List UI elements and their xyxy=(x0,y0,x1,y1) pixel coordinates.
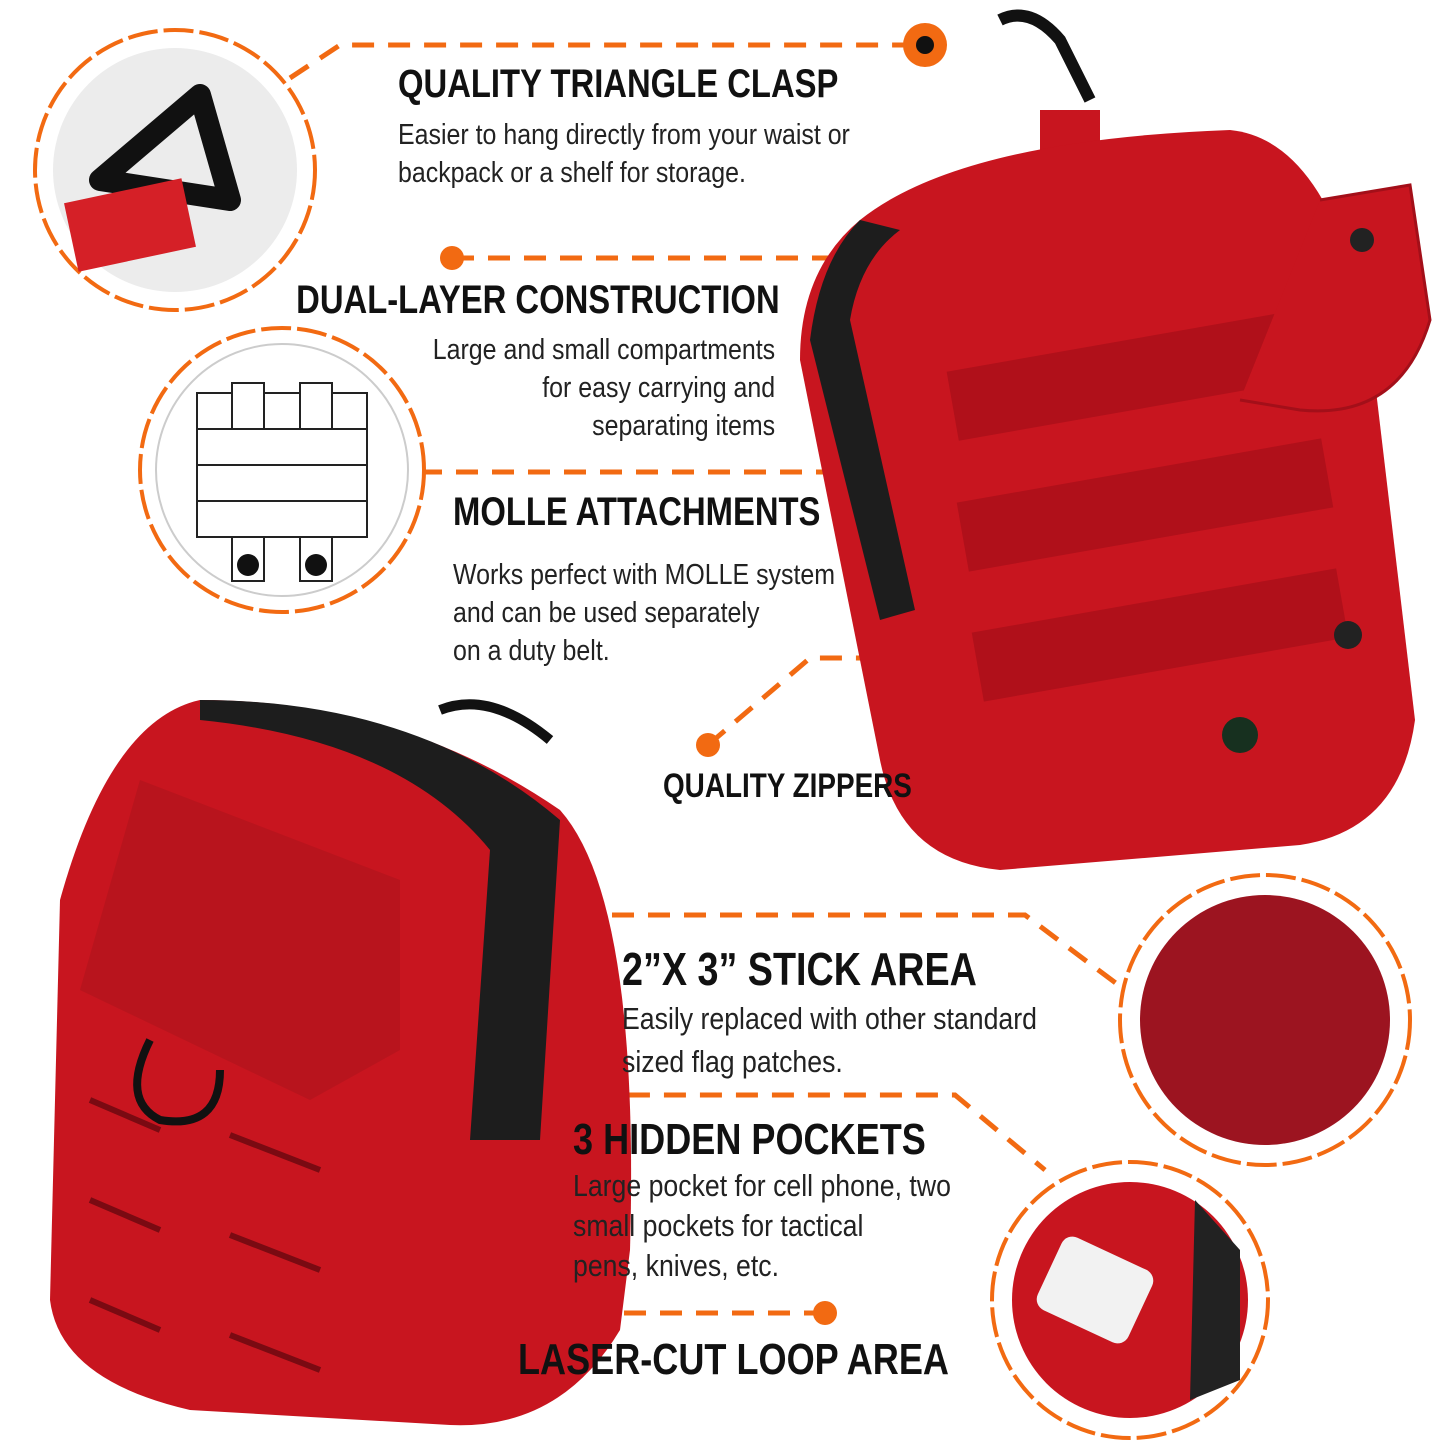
feature-title: DUAL-LAYER CONSTRUCTION xyxy=(296,278,780,322)
red-pouch-back-view-icon xyxy=(800,9,1432,870)
triangle-clasp-closeup-icon xyxy=(33,28,317,312)
description-line: small pockets for tactical xyxy=(573,1208,864,1243)
feature-description: Large pocket for cell phone, two small p… xyxy=(573,1166,951,1286)
feature-description: Large and small compartments for easy ca… xyxy=(433,331,775,445)
description-line: Easily replaced with other standard xyxy=(622,1001,1037,1036)
description-line: for easy carrying and xyxy=(542,372,775,404)
feature-title: 3 HIDDEN POCKETS xyxy=(573,1115,926,1164)
velcro-patch-closeup-icon xyxy=(1118,873,1412,1167)
feature-title: QUALITY ZIPPERS xyxy=(663,767,912,805)
description-line: Large pocket for cell phone, two xyxy=(573,1168,951,1203)
description-line: backpack or a shelf for storage. xyxy=(398,157,746,189)
hidden-pockets-closeup-icon xyxy=(990,1160,1270,1440)
description-line: on a duty belt. xyxy=(453,635,610,667)
feature-title: LASER-CUT LOOP AREA xyxy=(518,1335,949,1384)
description-line: separating items xyxy=(592,410,775,442)
red-pouch-front-view-icon xyxy=(50,699,632,1426)
description-line: Large and small compartments xyxy=(432,334,775,366)
feature-description: Easily replaced with other standard size… xyxy=(622,997,1037,1083)
description-line: and can be used separately xyxy=(453,597,760,629)
feature-title: MOLLE ATTACHMENTS xyxy=(453,490,821,534)
feature-description: Easier to hang directly from your waist … xyxy=(398,116,850,192)
molle-webbing-diagram-icon xyxy=(138,326,426,614)
description-line: sized flag patches. xyxy=(622,1044,843,1079)
feature-title: 2”X 3” STICK AREA xyxy=(622,943,977,995)
feature-description: Works perfect with MOLLE system and can … xyxy=(453,556,835,670)
description-line: Works perfect with MOLLE system xyxy=(453,559,836,591)
description-line: pens, knives, etc. xyxy=(573,1248,779,1283)
feature-title: QUALITY TRIANGLE CLASP xyxy=(398,62,839,106)
description-line: Easier to hang directly from your waist … xyxy=(398,119,850,151)
